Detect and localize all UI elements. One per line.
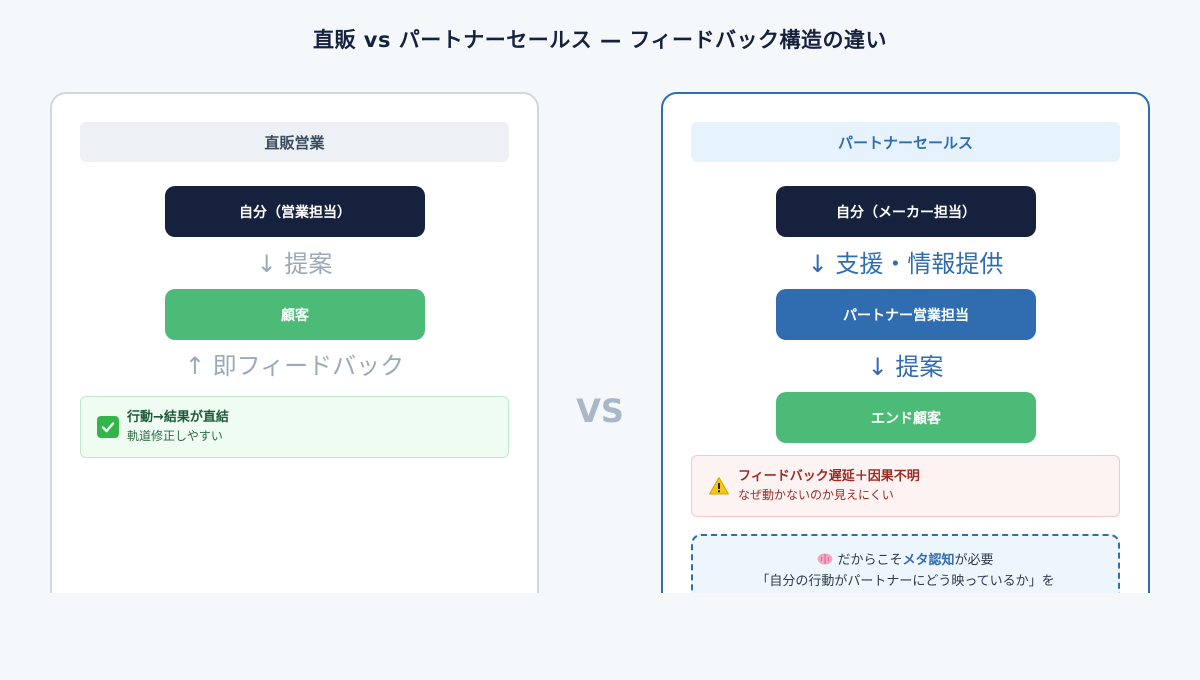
check-mark-icon — [97, 416, 119, 438]
self-maker-rep-node: 自分（メーカー担当） — [776, 186, 1036, 237]
proposal-arrow-label: ↓ 提案 — [867, 353, 944, 381]
partner-sales-rep-node: パートナー営業担当 — [776, 289, 1036, 340]
meta-cognition-callout: だからこそメタ認知が必要 「自分の行動がパートナーにどう映っているか」を — [691, 534, 1120, 593]
partner-sales-header: パートナーセールス — [691, 122, 1120, 162]
vs-label: VS — [576, 392, 624, 430]
direct-sales-header: 直販営業 — [80, 122, 509, 162]
note-heading: フィードバック遅延＋因果不明 — [738, 469, 920, 484]
instant-feedback-arrow-label: ↑ 即フィードバック — [184, 352, 405, 380]
warning-icon — [708, 475, 730, 497]
customer-node: 顧客 — [165, 289, 425, 340]
self-sales-rep-node: 自分（営業担当） — [165, 186, 425, 237]
support-arrow-label: ↓ 支援・情報提供 — [807, 250, 1004, 278]
meta-cognition-question: 「自分の行動がパートナーにどう映っているか」を — [756, 574, 1055, 589]
meta-cognition-line: だからこそメタ認知が必要 — [693, 550, 1118, 571]
direct-feedback-note: 行動→結果が直結 軌道修正しやすい — [80, 396, 509, 458]
proposal-arrow-label: ↓ 提案 — [256, 250, 333, 278]
comparison-area: 直販営業 自分（営業担当） ↓ 提案 顧客 ↑ 即フィードバック 行動→結果が直… — [50, 92, 1150, 593]
brain-icon — [817, 551, 833, 565]
page-title: 直販 vs パートナーセールス — フィードバック構造の違い — [312, 28, 887, 52]
delayed-feedback-note: フィードバック遅延＋因果不明 なぜ動かないのか見えにくい — [691, 455, 1120, 517]
note-subtext: 軌道修正しやすい — [127, 429, 223, 443]
direct-sales-panel: 直販営業 自分（営業担当） ↓ 提案 顧客 ↑ 即フィードバック 行動→結果が直… — [50, 92, 539, 593]
note-subtext: なぜ動かないのか見えにくい — [738, 488, 894, 502]
partner-sales-panel: パートナーセールス 自分（メーカー担当） ↓ 支援・情報提供 パートナー営業担当… — [661, 92, 1150, 593]
meta-cognition-keyword: メタ認知 — [902, 553, 955, 568]
end-customer-node: エンド顧客 — [776, 392, 1036, 443]
note-heading: 行動→結果が直結 — [127, 410, 229, 425]
